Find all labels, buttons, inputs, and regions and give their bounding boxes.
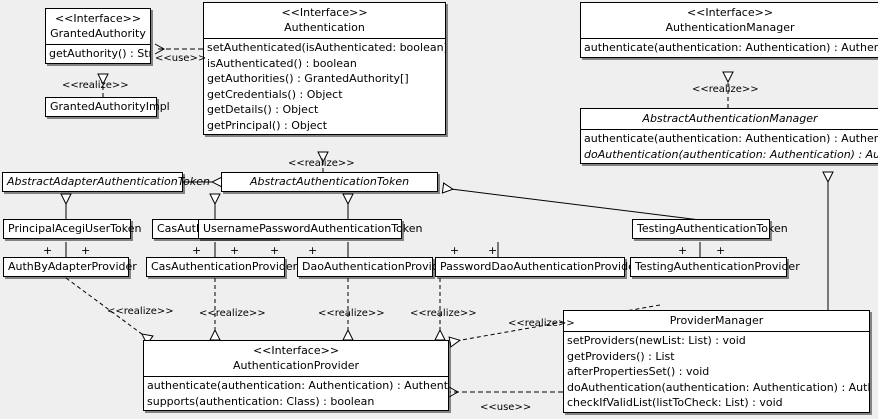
class-header: PrincipalAcegiUserToken (4, 220, 142, 238)
stereotype-label: <<Interface>> (686, 6, 774, 19)
association-plus: + (450, 244, 460, 257)
method: getPrincipal() : Object (207, 118, 328, 132)
class-name: AbstractAuthenticationManager (642, 112, 818, 125)
method: getCredentials() : Object (207, 87, 343, 101)
edge-label-use-authentication-granted-authority: <<use>> (155, 53, 207, 64)
methods-compartment: authenticate(authentication: Authenticat… (144, 376, 448, 410)
association-plus: + (308, 244, 318, 257)
class-header: PasswordDaoAuthenticationProvider (436, 258, 640, 276)
class-granted-authority[interactable]: <<Interface>> GrantedAuthority getAuthor… (45, 8, 151, 64)
methods-compartment: authenticate(authentication: Authenticat… (581, 129, 878, 163)
method: authenticate(authentication: Authenticat… (147, 379, 448, 392)
method: getAuthority() : String (49, 47, 150, 60)
class-cas-authentication-provider[interactable]: CasAuthenticationProvider (146, 257, 298, 277)
class-name: TestingAuthenticationProvider (635, 260, 800, 273)
class-header: TestingAuthenticationToken (633, 220, 788, 238)
class-name: AbstractAdapterAuthenticationToken (7, 175, 210, 188)
class-name: AbstractAuthenticationToken (249, 175, 410, 188)
edge-label-realize-auth-by-adapter: <<realize>> (107, 306, 174, 317)
class-name: GrantedAuthority (50, 27, 146, 40)
association-plus: + (488, 244, 498, 257)
method: isAuthenticated() : boolean (207, 56, 357, 70)
edge-label-use-provider-manager: <<use>> (480, 402, 532, 413)
class-name: PrincipalAcegiUserToken (8, 222, 142, 235)
method: getDetails() : Object (207, 103, 319, 116)
class-authentication[interactable]: <<Interface>> Authentication setAuthenti… (203, 2, 446, 135)
class-authentication-manager[interactable]: <<Interface>> AuthenticationManager auth… (580, 2, 878, 58)
edge-label-realize-dao-provider: <<realize>> (318, 308, 385, 319)
class-name: ProviderManager (669, 314, 764, 327)
class-header: DaoAuthenticationProvider (298, 258, 450, 276)
association-plus: + (43, 244, 53, 257)
class-abstract-authentication-token[interactable]: AbstractAuthenticationToken (221, 172, 438, 192)
class-auth-by-adapter-provider[interactable]: AuthByAdapterProvider (3, 257, 137, 277)
edge-label-realize-authentication-manager: <<realize>> (692, 84, 759, 95)
class-name: CasAuthenticationProvider (151, 260, 298, 273)
association-plus: + (230, 244, 240, 257)
class-header: AbstractAdapterAuthenticationToken (3, 173, 210, 191)
edge-label-realize-password-dao-provider: <<realize>> (410, 308, 477, 319)
class-header: <<Interface>> Authentication (204, 3, 445, 38)
method: authenticate(authentication: Authenticat… (584, 132, 878, 145)
class-header: UsernamePasswordAuthenticationToken (199, 220, 423, 238)
class-header: GrantedAuthorityImpl (46, 98, 170, 116)
stereotype-label: <<Interface>> (54, 12, 142, 25)
association-plus: + (716, 244, 726, 257)
method: setAuthenticated(isAuthenticated: boolea… (207, 41, 445, 54)
class-name: GrantedAuthorityImpl (50, 100, 170, 113)
edge-label-realize-abstract-authentication-token: <<realize>> (288, 158, 355, 169)
method: setProviders(newList: List) : void (567, 334, 746, 347)
class-header: AuthByAdapterProvider (4, 258, 137, 276)
class-dao-authentication-provider[interactable]: DaoAuthenticationProvider (297, 257, 450, 277)
stereotype-label: <<Interface>> (281, 6, 368, 19)
association-plus: + (192, 244, 202, 257)
methods-compartment: getAuthority() : String (46, 44, 150, 63)
edge-label-realize-cas-provider: <<realize>> (199, 308, 266, 319)
method: afterPropertiesSet() : void (567, 365, 710, 378)
class-authentication-provider[interactable]: <<Interface>> AuthenticationProvider aut… (143, 340, 449, 411)
class-principal-acegi-user-token[interactable]: PrincipalAcegiUserToken (3, 219, 142, 239)
edge-label-realize-provider-manager: <<realize>> (508, 318, 575, 329)
class-header: <<Interface>> AuthenticationManager (581, 3, 878, 38)
association-plus: + (81, 244, 91, 257)
stereotype-label: <<Interface>> (252, 344, 340, 357)
method: checkIfValidList(listToCheck: List) : vo… (567, 396, 783, 409)
class-testing-authentication-token[interactable]: TestingAuthenticationToken (632, 219, 788, 239)
edge-label-realize-granted-authority: <<realize>> (62, 80, 129, 91)
method: supports(authentication: Class) : boolea… (147, 394, 375, 408)
class-header: TestingAuthenticationProvider (631, 258, 800, 276)
class-provider-manager[interactable]: ProviderManager setProviders(newList: Li… (563, 310, 870, 413)
class-abstract-adapter-authentication-token[interactable]: AbstractAdapterAuthenticationToken (2, 172, 210, 192)
class-header: AbstractAuthenticationManager (581, 109, 878, 129)
class-header: CasAuthenticationProvider (147, 258, 298, 276)
class-name: AuthenticationProvider (232, 359, 360, 372)
class-header: AbstractAuthenticationToken (222, 173, 437, 191)
class-password-dao-authentication-provider[interactable]: PasswordDaoAuthenticationProvider (435, 257, 640, 277)
methods-compartment: setProviders(newList: List) : void getPr… (564, 331, 869, 412)
class-granted-authority-impl[interactable]: GrantedAuthorityImpl (45, 97, 170, 117)
method: authenticate(authentication: Authenticat… (584, 41, 878, 54)
class-name: DaoAuthenticationProvider (302, 260, 450, 273)
class-abstract-authentication-manager[interactable]: AbstractAuthenticationManager authentica… (580, 108, 878, 164)
methods-compartment: authenticate(authentication: Authenticat… (581, 38, 878, 57)
method: doAuthentication(authentication: Authent… (584, 147, 878, 161)
class-testing-authentication-provider[interactable]: TestingAuthenticationProvider (630, 257, 800, 277)
method: doAuthentication(authentication: Authent… (567, 380, 869, 394)
association-plus: + (270, 244, 280, 257)
class-header: ProviderManager (564, 311, 869, 331)
class-header: <<Interface>> AuthenticationProvider (144, 341, 448, 376)
class-username-password-authentication-token[interactable]: UsernamePasswordAuthenticationToken (198, 219, 423, 239)
class-name: PasswordDaoAuthenticationProvider (440, 260, 640, 273)
method: getProviders() : List (567, 349, 675, 363)
class-name: UsernamePasswordAuthenticationToken (203, 222, 423, 235)
class-name: AuthenticationManager (665, 21, 795, 34)
association-plus: + (678, 244, 688, 257)
method: getAuthorities() : GrantedAuthority[] (207, 72, 409, 85)
class-header: <<Interface>> GrantedAuthority (46, 9, 150, 44)
class-name: AuthByAdapterProvider (8, 260, 137, 273)
class-name: Authentication (284, 21, 365, 34)
methods-compartment: setAuthenticated(isAuthenticated: boolea… (204, 38, 445, 134)
class-name: TestingAuthenticationToken (637, 222, 788, 235)
